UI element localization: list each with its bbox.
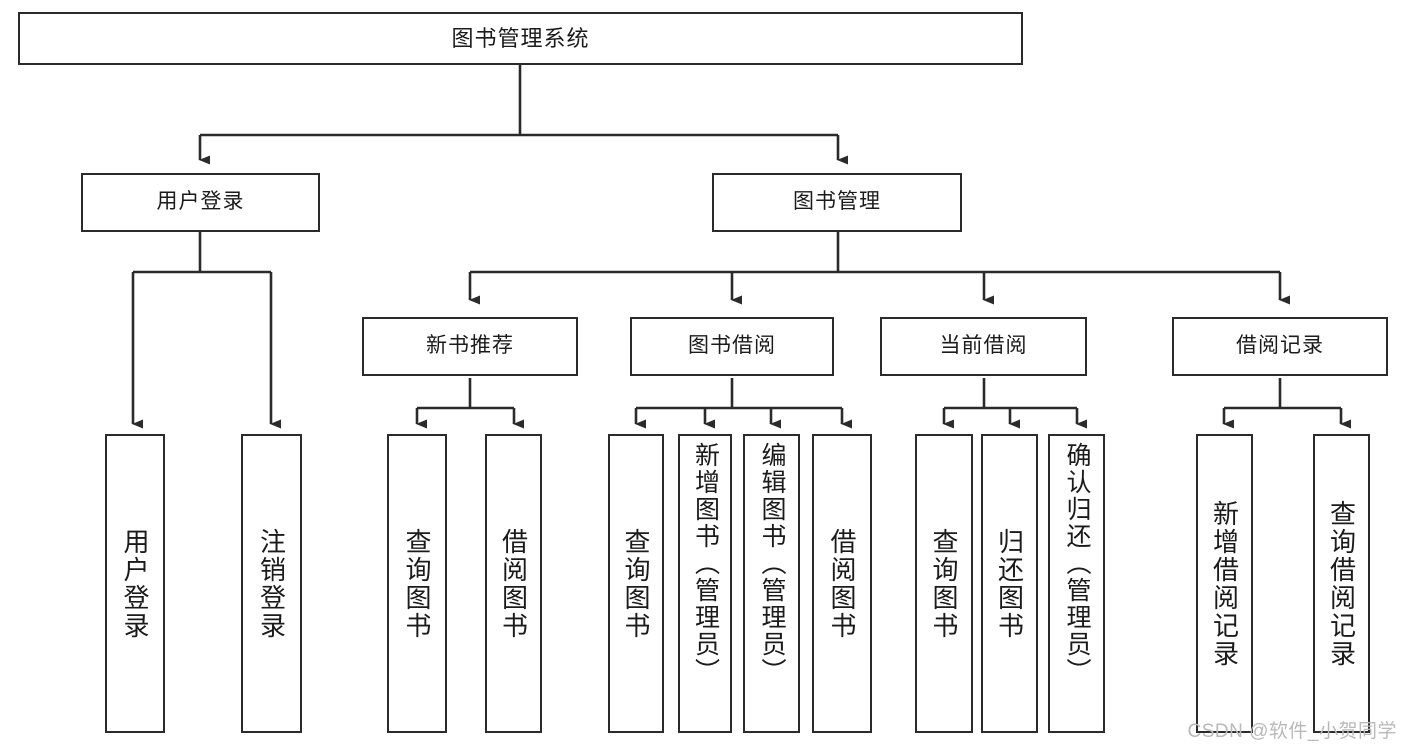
- leaf-query-book-newbook[interactable]: 查询图书: [387, 434, 447, 733]
- node-label: 新书推荐: [426, 334, 514, 358]
- node-label: 新增图书（管理员）: [691, 442, 720, 685]
- leaf-borrow-book[interactable]: 借阅图书: [812, 434, 872, 733]
- leaf-query-borrow-record[interactable]: 查询借阅记录: [1313, 434, 1370, 733]
- node-label: 借阅图书: [498, 527, 529, 640]
- node-label: 图书管理: [793, 190, 881, 214]
- node-label: 归还图书: [994, 527, 1025, 640]
- node-label: 当前借阅: [939, 334, 1028, 358]
- node-label: 借阅记录: [1236, 334, 1324, 358]
- node-new-book-recommend[interactable]: 新书推荐: [362, 317, 578, 376]
- node-label: 用户登录: [120, 527, 150, 640]
- node-book-management[interactable]: 图书管理: [712, 173, 962, 232]
- node-label: 借阅图书: [827, 527, 857, 640]
- node-label: 注销登录: [256, 527, 287, 640]
- node-label: 新增借阅记录: [1209, 499, 1240, 668]
- node-label: 编辑图书（管理员）: [758, 442, 786, 685]
- leaf-query-book-current[interactable]: 查询图书: [915, 434, 973, 733]
- node-book-borrow[interactable]: 图书借阅: [630, 317, 834, 376]
- node-label: 查询图书: [402, 527, 432, 640]
- leaf-add-borrow-record[interactable]: 新增借阅记录: [1196, 434, 1253, 733]
- watermark: CSDN @软件_小贺同学: [1187, 721, 1397, 742]
- node-label: 查询图书: [929, 527, 959, 640]
- node-current-borrow[interactable]: 当前借阅: [880, 317, 1087, 376]
- node-label: 用户登录: [156, 190, 245, 214]
- node-borrow-record[interactable]: 借阅记录: [1172, 317, 1388, 376]
- node-label: 图书借阅: [688, 334, 776, 358]
- node-label: 查询图书: [621, 527, 651, 640]
- leaf-logout[interactable]: 注销登录: [241, 434, 302, 733]
- leaf-borrow-book-newbook[interactable]: 借阅图书: [485, 434, 542, 733]
- node-label: 确认归还（管理员）: [1063, 442, 1091, 685]
- node-user-login[interactable]: 用户登录: [81, 173, 320, 232]
- node-root-system[interactable]: 图书管理系统: [18, 12, 1023, 65]
- node-label: 图书管理系统: [451, 25, 590, 51]
- node-label: 查询借阅记录: [1326, 499, 1357, 668]
- leaf-query-book-borrow[interactable]: 查询图书: [608, 434, 664, 733]
- leaf-confirm-return-admin[interactable]: 确认归还（管理员）: [1048, 434, 1105, 733]
- leaf-add-book-admin[interactable]: 新增图书（管理员）: [678, 434, 732, 733]
- leaf-user-login[interactable]: 用户登录: [105, 434, 165, 733]
- leaf-edit-book-admin[interactable]: 编辑图书（管理员）: [743, 434, 800, 733]
- leaf-return-book[interactable]: 归还图书: [981, 434, 1038, 733]
